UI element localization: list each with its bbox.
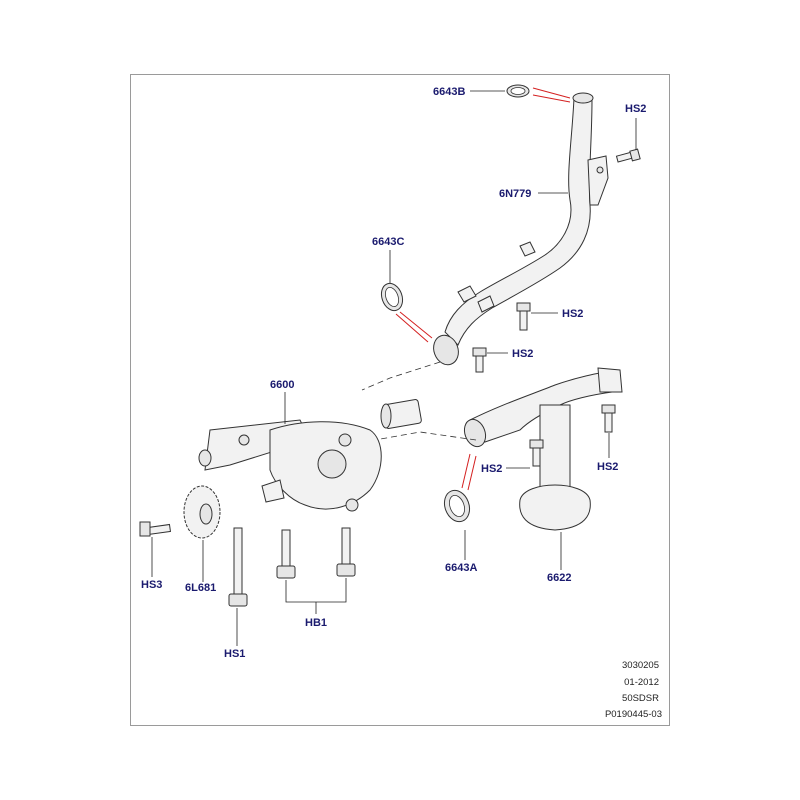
oil-pump-6600 [198, 419, 382, 512]
bolt-hs2-mid2 [472, 347, 487, 373]
callout-hs2-low1: HS2 [481, 463, 502, 475]
seal-6643C [380, 282, 404, 312]
callout-hs1: HS1 [224, 648, 245, 660]
callout-hs2-mid2: HS2 [512, 348, 533, 360]
seal-6643A [443, 489, 471, 523]
bolt-hs2-low1 [529, 439, 544, 467]
callout-hb1: HB1 [305, 617, 327, 629]
meta-line-2: 01-2012 [624, 677, 659, 688]
bolt-hs1 [228, 527, 248, 607]
callout-hs2-mid1: HS2 [562, 308, 583, 320]
oil-pickup-6622 [463, 367, 623, 531]
callout-6643B: 6643B [433, 86, 465, 98]
callout-hs2-top: HS2 [625, 103, 646, 115]
bolts-hb1 [276, 527, 356, 579]
bolt-hs3 [139, 521, 172, 537]
gear-6L681 [183, 485, 221, 539]
meta-line-1: 3030205 [622, 660, 659, 671]
bolt-hs2-low2 [601, 404, 616, 433]
meta-line-4: P0190445-03 [605, 709, 662, 720]
callout-6600: 6600 [270, 379, 294, 391]
seal-6643B [506, 84, 530, 98]
callout-6L681: 6L681 [185, 582, 216, 594]
callout-hs2-low2: HS2 [597, 461, 618, 473]
callout-hs3: HS3 [141, 579, 162, 591]
callout-6643C: 6643C [372, 236, 404, 248]
callout-6N779: 6N779 [499, 188, 531, 200]
callout-6622: 6622 [547, 572, 571, 584]
filter-cylinder [380, 399, 422, 429]
oil-tube-6N779 [433, 92, 609, 366]
callout-6643A: 6643A [445, 562, 477, 574]
bolt-hs2-mid1 [516, 302, 531, 331]
meta-line-3: 50SDSR [622, 693, 659, 704]
bolt-hs2-top [615, 148, 641, 163]
